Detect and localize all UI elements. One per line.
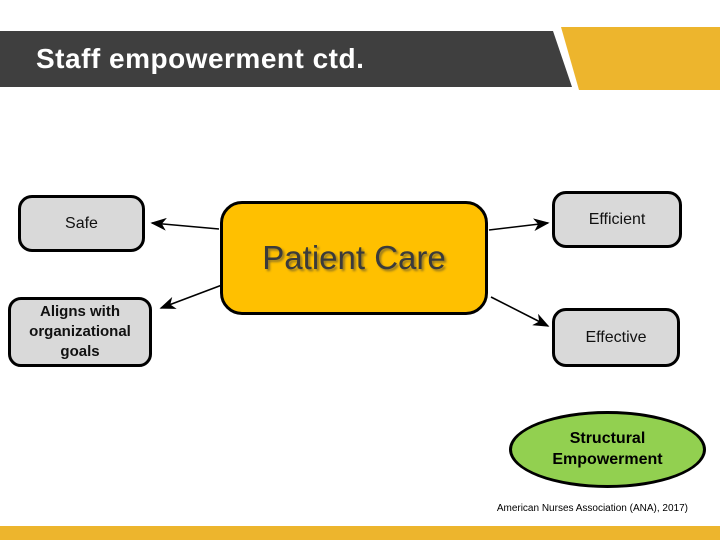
patient-care-node: Patient Care <box>220 201 488 315</box>
arrow-patient-care-to-safe <box>150 217 220 231</box>
safe-label: Safe <box>65 214 98 232</box>
structural-empowerment-label: Structural Empowerment <box>552 429 663 468</box>
arrow-patient-care-to-efficient <box>488 218 550 232</box>
title-bar: Staff empowerment ctd. <box>0 31 572 87</box>
citation-text: American Nurses Association (ANA), 2017) <box>496 503 688 514</box>
aligns-with-organizational-goals-node: Aligns with organizational goals <box>8 297 152 367</box>
page-title: Staff empowerment ctd. <box>36 43 365 74</box>
effective-node: Effective <box>552 308 680 367</box>
arrow-patient-care-to-aligns <box>159 284 223 309</box>
efficient-node: Efficient <box>552 191 682 248</box>
structural-empowerment-ellipse: Structural Empowerment <box>509 411 706 488</box>
patient-care-label: Patient Care <box>262 238 446 276</box>
header-accent-shape <box>561 27 720 90</box>
safe-node: Safe <box>18 195 145 252</box>
effective-label: Effective <box>585 328 647 346</box>
aligns-label: Aligns with organizational goals <box>29 302 131 361</box>
efficient-label: Efficient <box>588 210 646 228</box>
arrow-patient-care-to-effective <box>490 296 550 327</box>
bottom-accent-bar <box>0 526 720 540</box>
